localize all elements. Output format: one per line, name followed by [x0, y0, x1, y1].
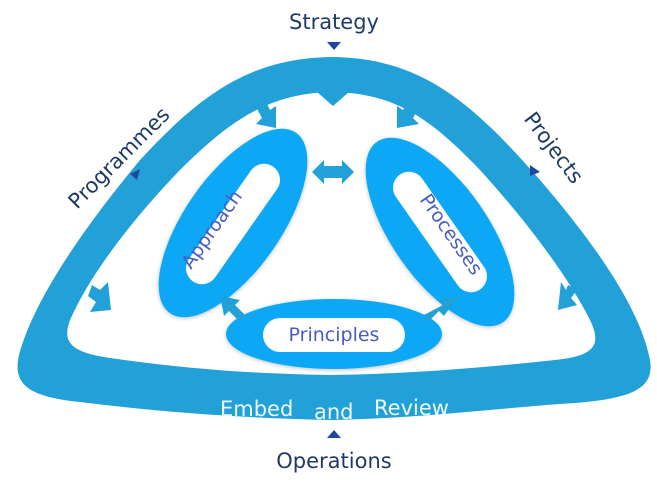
node-processes[interactable] — [338, 114, 543, 349]
node-principles[interactable] — [226, 299, 442, 369]
operations-marker-icon — [327, 430, 341, 438]
arrow-top-right — [397, 100, 420, 128]
arrow-top-left — [255, 100, 276, 128]
label-operations: Operations — [276, 449, 391, 473]
programmes-marker-icon — [130, 169, 140, 180]
band-label-and: and — [314, 400, 354, 424]
label-strategy: Strategy — [289, 10, 379, 34]
band-label-embed: Embed — [220, 397, 293, 421]
arrow-top-center — [317, 82, 349, 106]
arrow-right — [558, 282, 577, 310]
arrow-double-approach-processes — [312, 160, 354, 184]
strategy-marker-icon — [327, 42, 341, 50]
band-label-review: Review — [374, 396, 449, 420]
arrow-left — [88, 282, 111, 312]
node-approach[interactable] — [131, 105, 336, 340]
outer-ring — [17, 57, 651, 420]
node-principles-label: Principles — [289, 324, 380, 346]
arrow-principles-to-processes — [422, 296, 458, 322]
arrow-principles-to-approach — [220, 296, 246, 322]
arrow-bottom-up — [317, 378, 349, 395]
projects-marker-icon — [530, 165, 540, 176]
